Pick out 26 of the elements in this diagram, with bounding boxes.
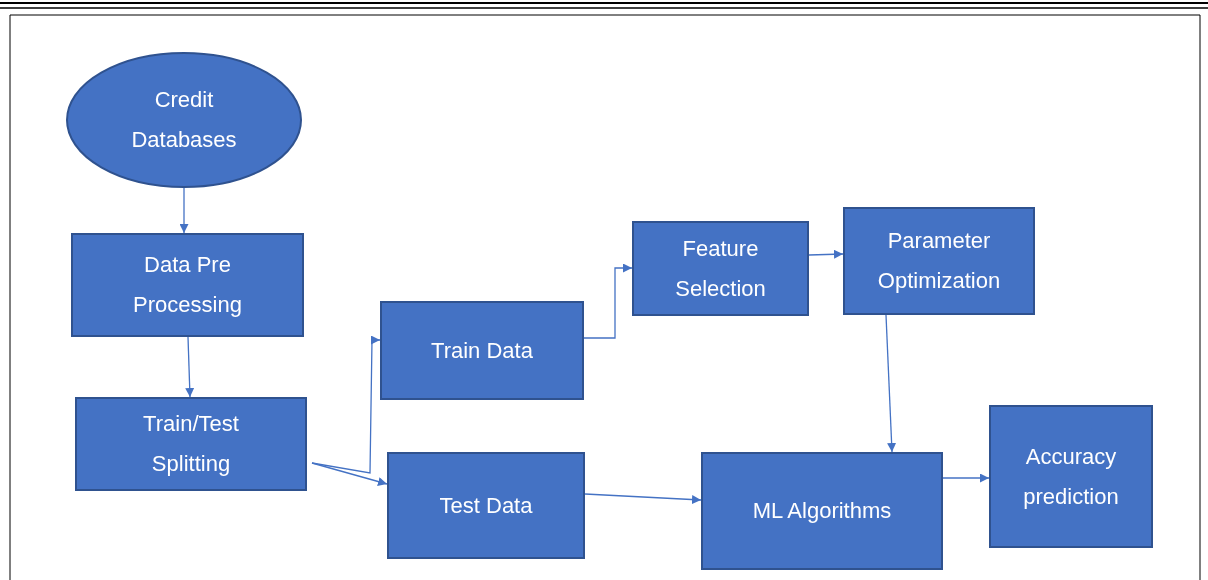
- node-label: Test Data: [439, 491, 533, 520]
- arrow: [885, 314, 897, 453]
- node-label: Accuracy prediction: [1022, 442, 1120, 511]
- process-box: [632, 221, 809, 316]
- arrow: [808, 249, 844, 259]
- node-label: Feature Selection: [674, 234, 767, 303]
- process-box: [701, 452, 943, 570]
- process-box: [71, 233, 304, 337]
- node-label: Data Pre Processing: [132, 251, 243, 319]
- node-label: Train/Test Splitting: [142, 410, 240, 478]
- process-box: [843, 207, 1035, 315]
- start-ellipse: [66, 52, 302, 188]
- arrow: [311, 462, 388, 486]
- process-box: [989, 405, 1153, 548]
- node-label: Parameter Optimization: [876, 227, 1002, 295]
- arrow: [583, 263, 633, 339]
- node-label: Train Data: [431, 336, 533, 365]
- arrow: [584, 493, 702, 505]
- process-box: [387, 452, 585, 559]
- process-box: [75, 397, 307, 491]
- node-label: Credit Databases: [130, 86, 238, 154]
- arrow: [179, 187, 189, 234]
- process-box: [380, 301, 584, 400]
- node-label: ML Algorithms: [752, 497, 892, 525]
- arrow: [942, 473, 990, 483]
- arrow: [185, 336, 195, 398]
